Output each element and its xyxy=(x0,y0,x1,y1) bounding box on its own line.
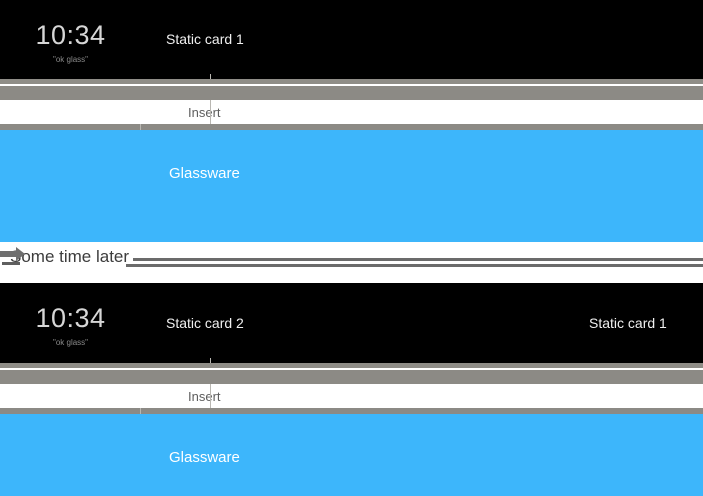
top-glassware-seam xyxy=(140,124,141,130)
top-insert-row xyxy=(0,100,703,124)
top-insert-label: Insert xyxy=(188,105,221,120)
top-static-card-1-label: Static card 1 xyxy=(166,31,244,47)
top-timeline-card-strip xyxy=(0,0,703,79)
arrow-right-icon xyxy=(0,246,26,268)
bottom-glassware-band xyxy=(0,414,703,496)
top-card-seam xyxy=(210,74,211,80)
bottom-static-card-2-label: Static card 2 xyxy=(166,315,244,331)
bottom-timeline-card-strip xyxy=(0,283,703,363)
bottom-glassware-rail xyxy=(0,408,703,414)
separator-guide-line-upper xyxy=(133,258,703,261)
bottom-glassware-label: Glassware xyxy=(169,449,240,466)
bottom-static-card-1-label: Static card 1 xyxy=(589,315,667,331)
bottom-insert-seam xyxy=(210,384,211,408)
top-rail-upper xyxy=(0,79,703,84)
top-rail-gap xyxy=(0,84,703,86)
bottom-rail-upper xyxy=(0,363,703,368)
separator-guide-line-lower xyxy=(126,264,703,267)
separator-row xyxy=(0,242,703,282)
bottom-card-seam xyxy=(210,358,211,364)
separator-label: Some time later xyxy=(10,247,130,266)
bottom-insert-row xyxy=(0,384,703,408)
bottom-rail-gap xyxy=(0,368,703,370)
top-glassware-label: Glassware xyxy=(169,165,240,182)
top-glassware-rail xyxy=(0,124,703,130)
bottom-insert-label: Insert xyxy=(188,389,221,404)
top-insert-seam xyxy=(210,100,211,124)
bottom-rail-lower xyxy=(0,370,703,384)
top-glassware-band xyxy=(0,130,703,242)
top-rail-lower xyxy=(0,86,703,100)
bottom-glassware-seam xyxy=(140,408,141,414)
